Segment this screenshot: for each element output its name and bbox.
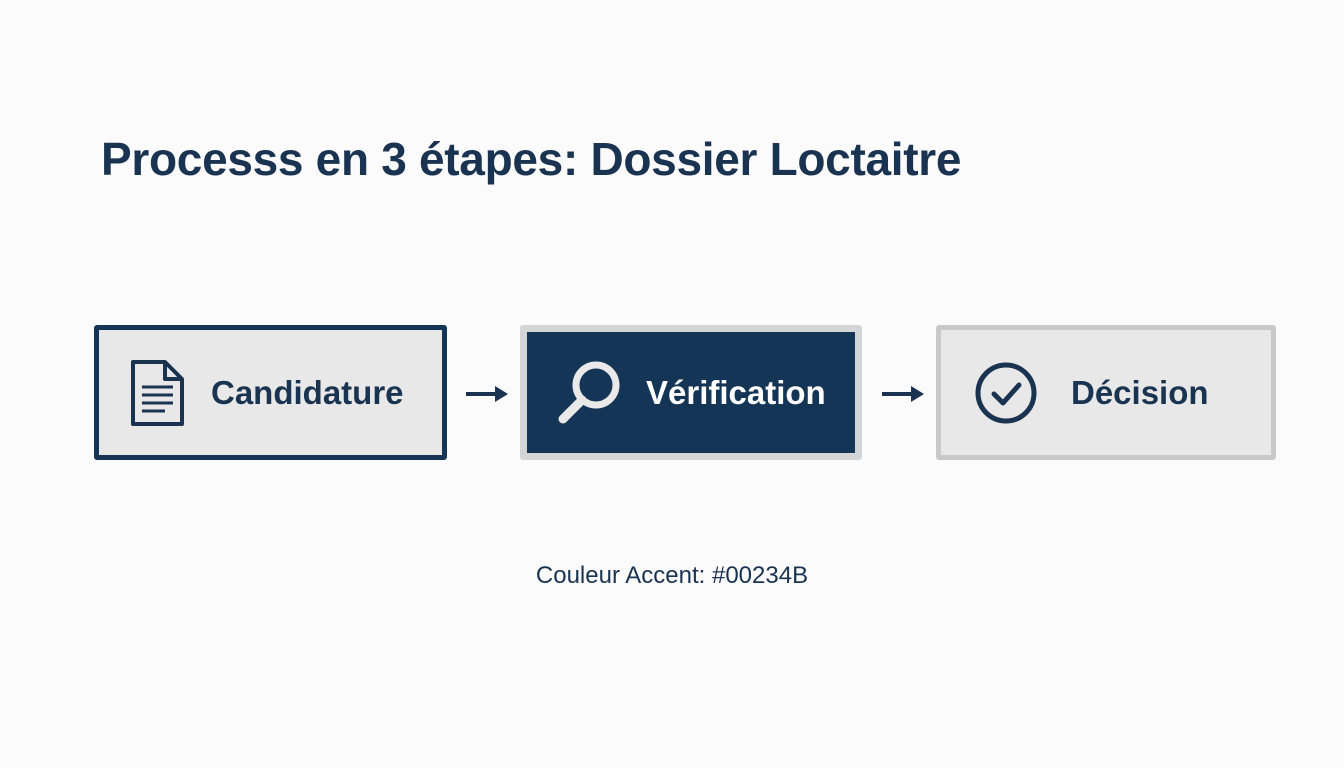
step-label: Vérification (646, 373, 826, 411)
check-circle-icon (973, 360, 1039, 426)
step-decision[interactable]: Décision (936, 325, 1276, 460)
step-label: Décision (1071, 373, 1209, 411)
step-candidature[interactable]: Candidature (94, 325, 447, 460)
page-title: Processs en 3 étapes: Dossier Loctaitre (101, 133, 962, 185)
arrow-right-icon (881, 383, 925, 410)
step-label: Candidature (211, 373, 404, 411)
arrow-right-icon (465, 383, 509, 410)
magnifier-icon (554, 358, 624, 428)
accent-color-note: Couleur Accent: #00234B (535, 562, 809, 589)
step-verification[interactable]: Vérification (520, 325, 862, 460)
document-icon (129, 359, 185, 427)
